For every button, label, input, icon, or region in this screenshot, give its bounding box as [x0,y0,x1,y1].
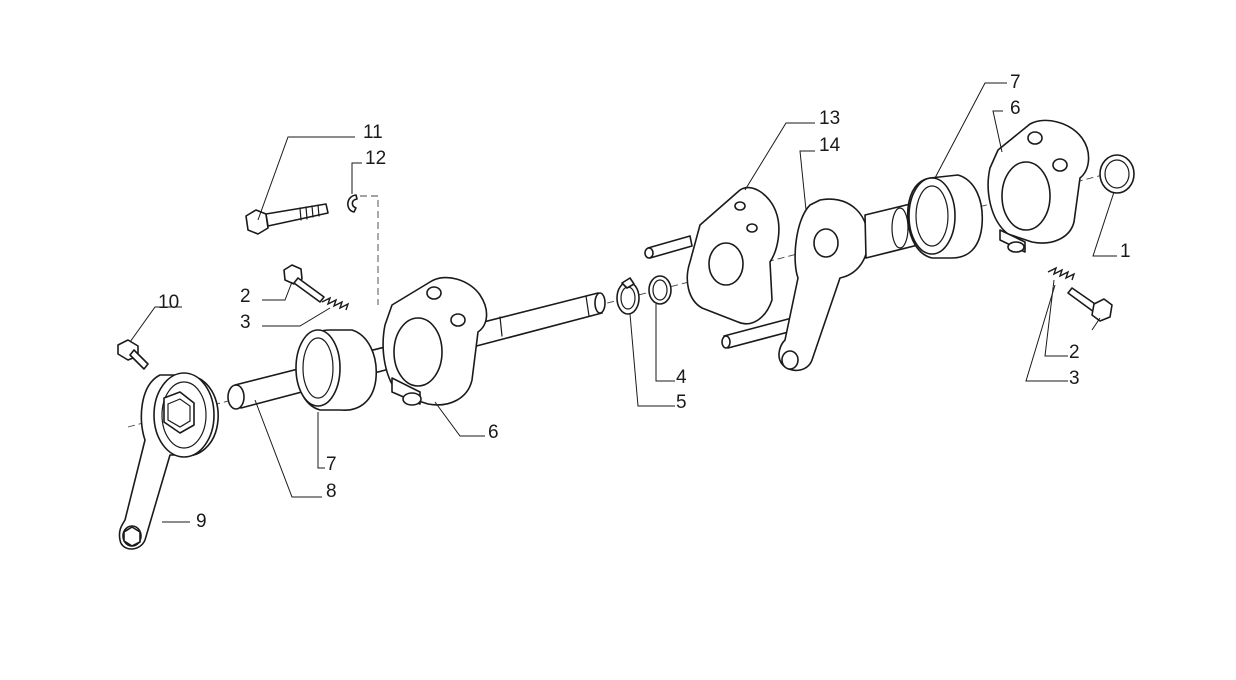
callout-1: 1 [1120,241,1131,262]
callout-7-left: 7 [326,454,337,475]
callout-labels: 11 12 10 2 3 7 8 9 6 13 14 4 5 7 6 1 2 3 [158,72,1131,532]
screw-left [283,264,325,303]
bracket-left [382,276,488,406]
bolt-small-left [117,339,149,370]
callout-13: 13 [819,108,840,129]
callout-3-right: 3 [1069,368,1080,389]
callout-8: 8 [326,481,337,502]
bushing-right [906,174,984,259]
plate-with-pins [644,186,797,349]
callout-9: 9 [196,511,207,532]
o-ring [1099,154,1135,194]
callout-5: 5 [676,392,687,413]
spring-left [321,296,350,311]
callout-11: 11 [363,122,383,143]
e-clip [347,194,358,213]
callout-3-left: 3 [240,312,251,333]
callout-2-right: 2 [1069,342,1080,363]
callout-7-right: 7 [1010,72,1021,93]
callout-4: 4 [676,367,687,388]
callout-6-left: 6 [488,422,499,443]
bushing-left [295,329,377,411]
callout-14: 14 [819,135,841,156]
washer [648,275,672,305]
leader-lines [129,82,1117,523]
callout-2-left: 2 [240,286,251,307]
long-bolt [245,203,329,235]
callout-12: 12 [365,148,386,169]
callout-6-right: 6 [1010,98,1021,119]
spring-right [1047,266,1076,281]
screw-right [1067,287,1113,322]
circlip [616,277,640,315]
bracket-right [987,119,1090,253]
callout-10: 10 [158,292,179,313]
lever-arm-left [118,372,219,550]
